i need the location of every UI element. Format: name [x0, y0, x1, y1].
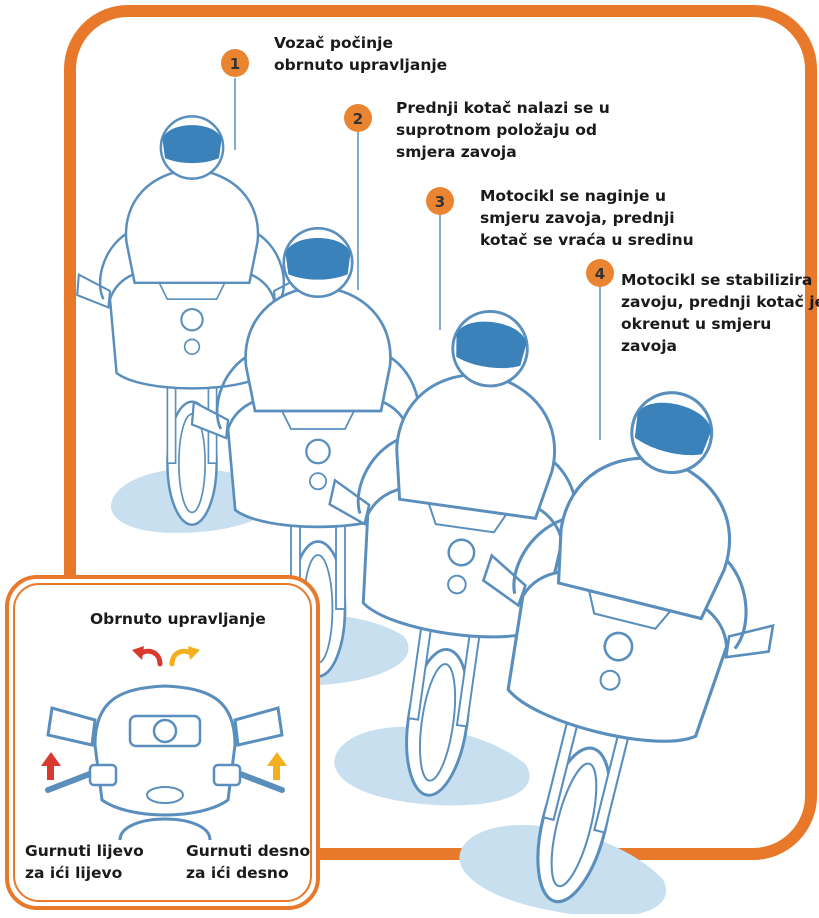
svg-text:3: 3 — [435, 193, 445, 211]
step-3-line-1: Motocikl se naginje u — [480, 185, 694, 207]
step-2-label: Prednji kotač nalazi se u suprotnom polo… — [396, 97, 610, 163]
svg-text:2: 2 — [353, 110, 363, 128]
inset-title: Obrnuto upravljanje — [90, 608, 266, 630]
push-left-caption: Gurnuti lijevo za ići lijevo — [25, 840, 144, 884]
svg-text:1: 1 — [230, 55, 240, 73]
step-3-line-2: smjeru zavoja, prednji — [480, 207, 694, 229]
step-4-line-3: okrenut u smjeru — [621, 313, 819, 335]
push-left-line-2: za ići lijevo — [25, 862, 144, 884]
step-2-line-3: smjera zavoja — [396, 141, 610, 163]
step-badge-4: 4 — [586, 259, 614, 287]
push-left-line-1: Gurnuti lijevo — [25, 840, 144, 862]
push-right-line-1: Gurnuti desno — [186, 840, 310, 862]
step-3-label: Motocikl se naginje u smjeru zavoja, pre… — [480, 185, 694, 251]
push-right-caption: Gurnuti desno za ići desno — [186, 840, 310, 884]
step-4-line-1: Motocikl se stabilizira u — [621, 269, 819, 291]
step-badge-1: 1 — [221, 49, 249, 77]
step-4-line-2: zavoju, prednji kotač je — [621, 291, 819, 313]
step-1-label: Vozač počinje obrnuto upravljanje — [274, 32, 447, 76]
step-1-line-1: Vozač počinje — [274, 32, 447, 54]
step-badge-3: 3 — [426, 187, 454, 215]
step-2-line-1: Prednji kotač nalazi se u — [396, 97, 610, 119]
step-3-line-3: kotač se vraća u sredinu — [480, 229, 694, 251]
push-right-line-2: za ići desno — [186, 862, 310, 884]
svg-text:4: 4 — [595, 265, 605, 283]
step-2-line-2: suprotnom položaju od — [396, 119, 610, 141]
step-4-line-4: zavoja — [621, 335, 819, 357]
step-1-line-2: obrnuto upravljanje — [274, 54, 447, 76]
step-badge-2: 2 — [344, 104, 372, 132]
step-4-label: Motocikl se stabilizira u zavoju, prednj… — [621, 269, 819, 357]
